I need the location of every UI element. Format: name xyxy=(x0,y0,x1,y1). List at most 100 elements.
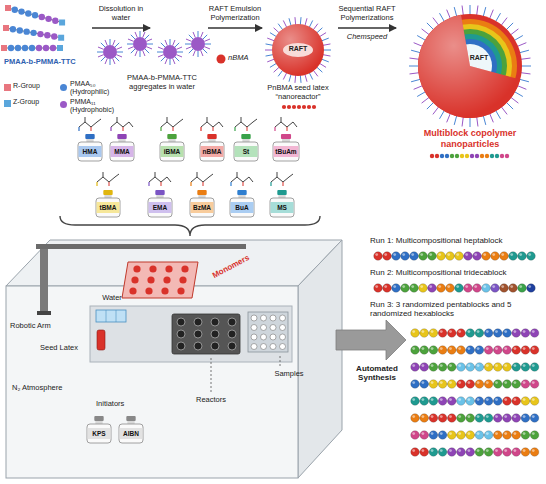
monomer-bead xyxy=(530,397,539,406)
monomer-bead xyxy=(512,431,521,440)
reagent-bottle: nBMA xyxy=(199,134,225,162)
bead-highlight xyxy=(477,330,480,333)
corona-chain xyxy=(173,58,175,64)
monomer-bead xyxy=(527,252,536,261)
bead-highlight xyxy=(523,381,526,384)
monomer-bead xyxy=(411,363,420,372)
structure-bond xyxy=(78,127,79,131)
corona-chain xyxy=(316,28,322,33)
corona-chain xyxy=(117,52,123,53)
corona-chain xyxy=(175,43,179,47)
bead-highlight xyxy=(532,330,535,333)
monomer-vial xyxy=(181,265,188,272)
corona-chain xyxy=(145,49,149,53)
reagent-bottle: AIBN xyxy=(118,416,144,444)
bead-highlight xyxy=(393,253,396,256)
corona-chain xyxy=(321,38,328,41)
corona-chain xyxy=(289,18,291,26)
monomer-bead xyxy=(475,414,484,423)
structure-bond xyxy=(97,174,119,182)
legend-text: PMMA₁₁ (Hydrophobic) xyxy=(70,98,122,115)
bead-highlight xyxy=(422,449,425,452)
monomer-bead xyxy=(518,284,527,293)
bead-highlight xyxy=(449,432,452,435)
bead-highlight xyxy=(429,285,432,288)
bead-highlight xyxy=(495,398,498,401)
structure-bond xyxy=(231,177,253,182)
structure-bond xyxy=(155,172,156,177)
corona-chain xyxy=(128,47,134,49)
monomer-bead xyxy=(438,431,447,440)
monomer-bead xyxy=(50,45,56,51)
synthesis-arrow xyxy=(336,320,406,360)
structure-bond xyxy=(148,182,149,186)
corona-chain xyxy=(143,32,145,38)
bottle-label: HMA xyxy=(77,147,103,157)
multiblock-chain-bead xyxy=(475,154,479,158)
monomer-bead xyxy=(429,346,438,355)
monomer-bead xyxy=(448,448,457,457)
sample-rack xyxy=(248,312,288,352)
corona-chain xyxy=(274,28,280,33)
bead-highlight xyxy=(449,381,452,384)
bead-highlight xyxy=(384,285,387,288)
corona-chain xyxy=(305,18,307,26)
monomer-bead xyxy=(410,252,419,261)
micelle-core xyxy=(163,45,177,59)
sample-vial xyxy=(261,315,267,321)
sample-vial xyxy=(261,344,267,350)
leader-line xyxy=(211,357,212,392)
bead-highlight xyxy=(447,253,450,256)
bead-highlight xyxy=(465,285,468,288)
structure-bond xyxy=(160,127,161,131)
bead-highlight xyxy=(501,253,504,256)
bead-highlight xyxy=(492,285,495,288)
corona-chain xyxy=(270,33,277,37)
monomer-bead xyxy=(448,397,457,406)
monomer-bead xyxy=(473,252,482,261)
bead-highlight xyxy=(486,449,489,452)
monomer-bead xyxy=(43,45,49,51)
bead-highlight xyxy=(458,330,461,333)
bead-highlight xyxy=(474,285,477,288)
bead-highlight xyxy=(458,364,461,367)
monomer-bead xyxy=(482,284,491,293)
corona-chain xyxy=(319,33,326,37)
monomer-bead xyxy=(503,346,512,355)
monomer-bead xyxy=(521,363,530,372)
monomer-vial xyxy=(149,265,156,272)
monomer-bead xyxy=(475,397,484,406)
monomer-bead xyxy=(466,431,475,440)
monomer-bead xyxy=(482,252,491,261)
monomer-bead xyxy=(36,45,42,51)
bead-highlight xyxy=(458,347,461,350)
multiblock-chain-bead xyxy=(470,154,474,158)
bottle-body xyxy=(273,142,299,161)
monomer-bead xyxy=(51,33,57,39)
corona-chain xyxy=(128,39,134,41)
monomer-bead xyxy=(466,414,475,423)
monomer-bead xyxy=(419,252,428,261)
corona-chain xyxy=(115,43,119,47)
reactor-well xyxy=(194,342,202,350)
monomer-bead xyxy=(420,380,429,389)
multiblock-chain-bead xyxy=(500,154,504,158)
bottle-neck xyxy=(242,139,249,142)
bottle-neck xyxy=(118,139,125,142)
bead-highlight xyxy=(468,449,471,452)
r-group xyxy=(3,25,9,31)
part-label: Samples xyxy=(264,370,314,379)
monomer-bead xyxy=(521,397,530,406)
monomer-vial xyxy=(161,287,168,294)
corona-chain xyxy=(143,50,145,56)
monomer-bead xyxy=(15,45,21,51)
monomer-bead xyxy=(448,346,457,355)
corona-chain xyxy=(173,40,175,46)
corona-chain xyxy=(313,24,318,30)
bead-highlight xyxy=(504,415,507,418)
bottle-body xyxy=(190,198,214,217)
multiblock-chain-bead xyxy=(430,154,434,158)
monomer-bead xyxy=(44,32,50,38)
corona-chain xyxy=(135,32,137,38)
monomer-bead xyxy=(457,380,466,389)
